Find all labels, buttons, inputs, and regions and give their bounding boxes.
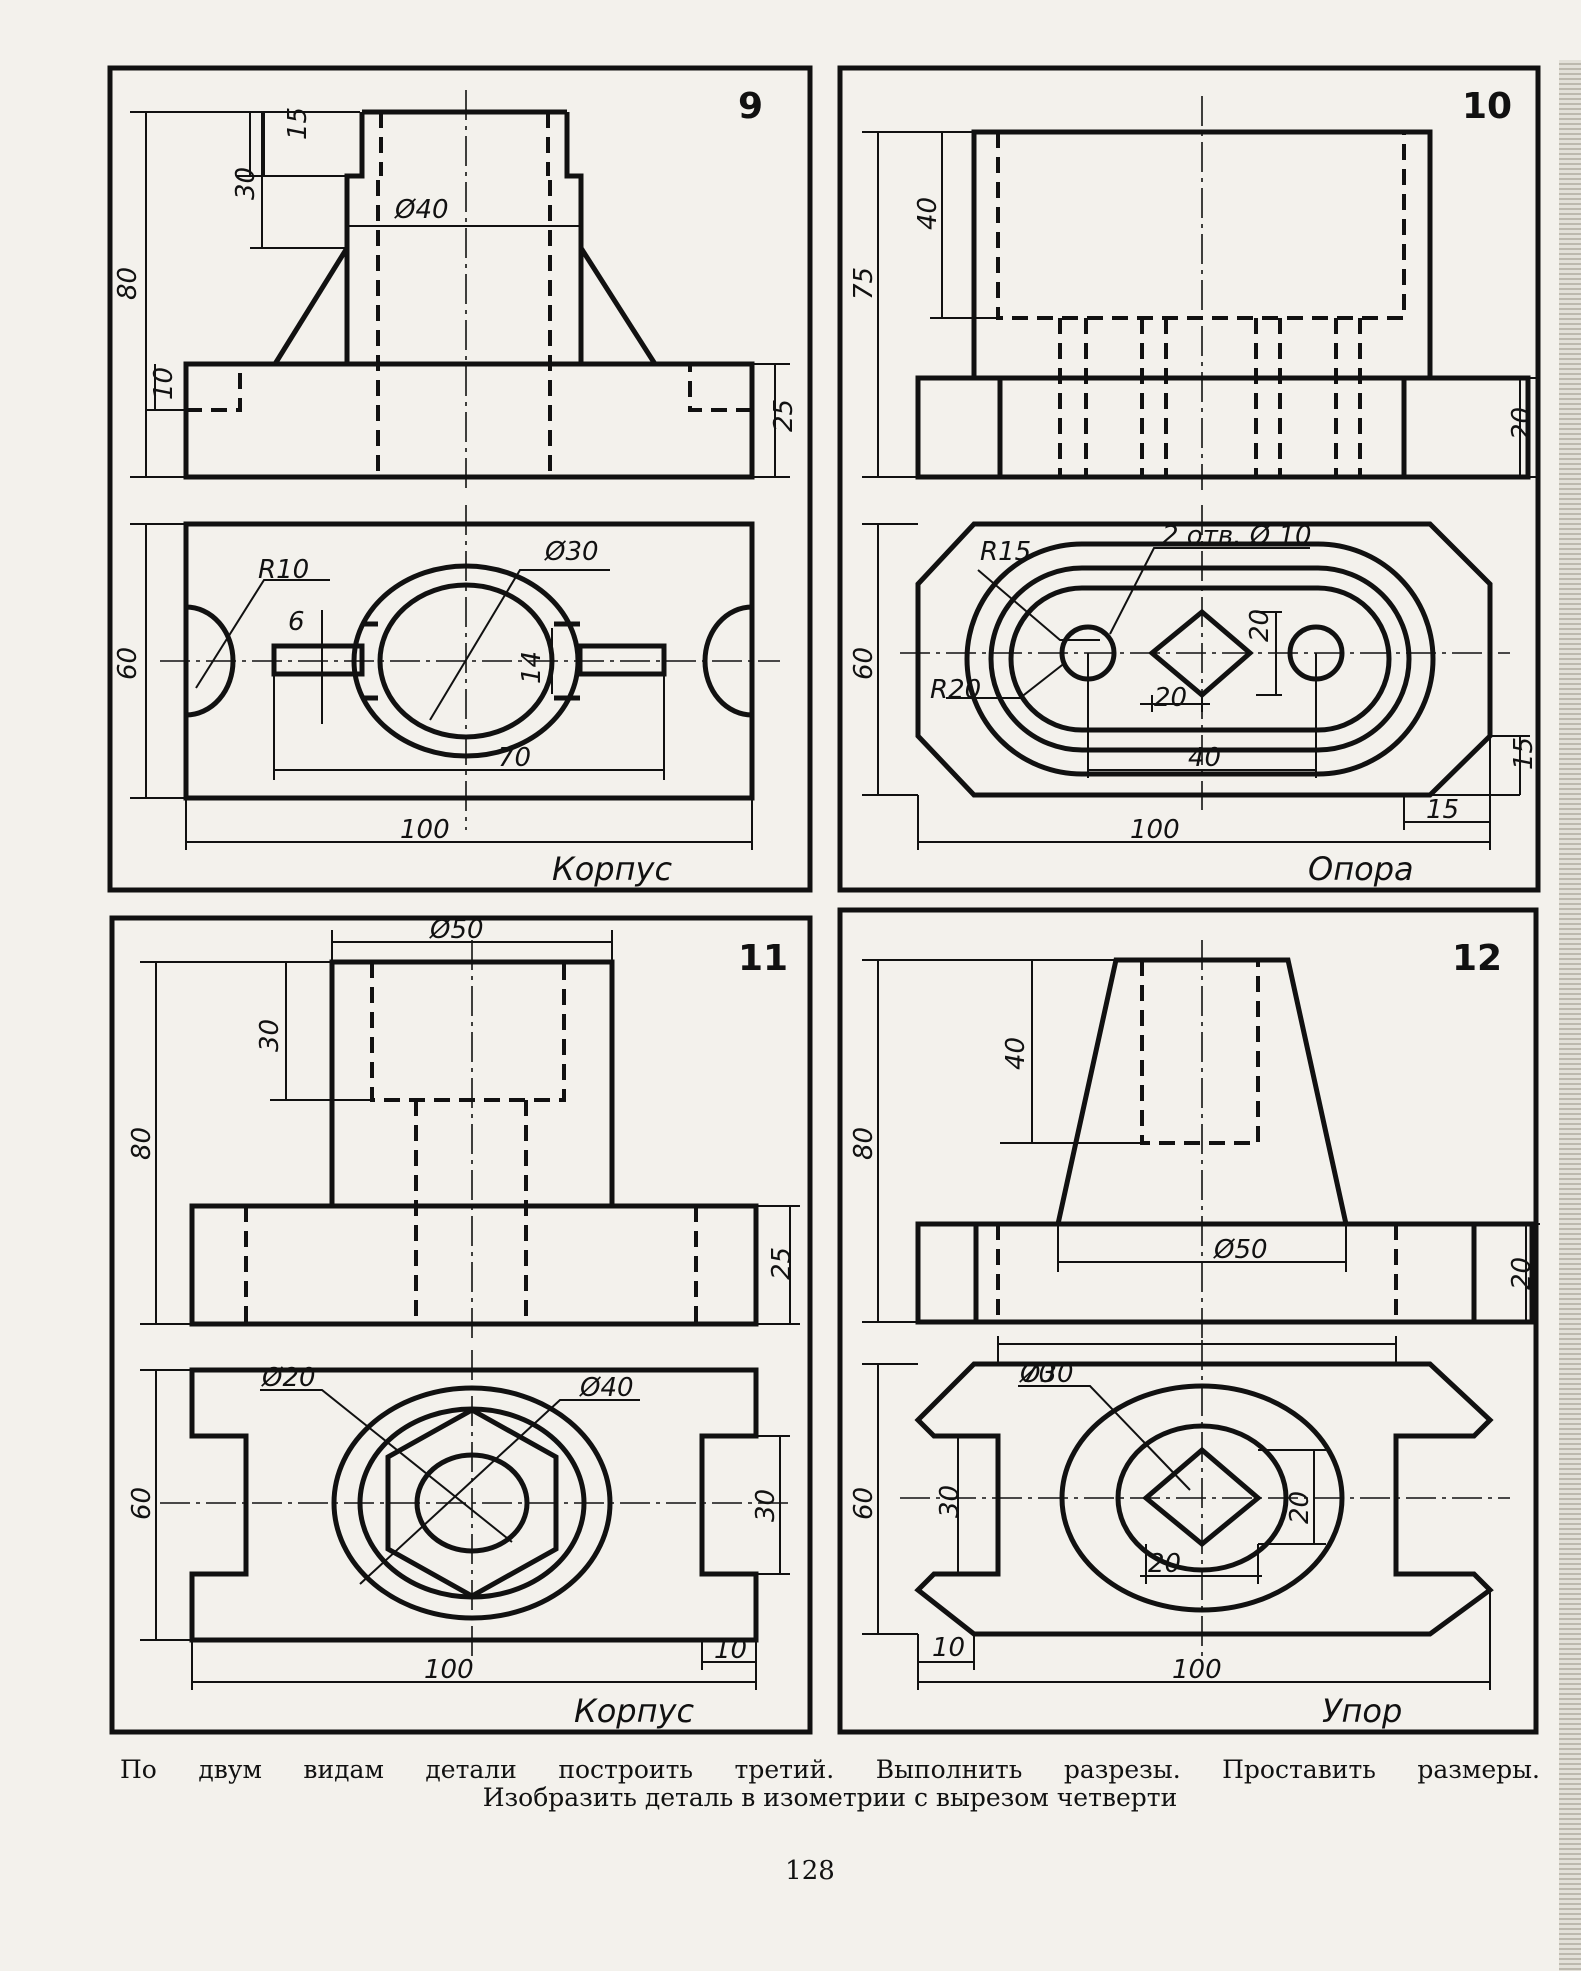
panel-9-dim-10: 10: [149, 367, 179, 400]
panel-10-dim-75: 75: [849, 267, 879, 300]
panel-9-front-view: 15 30 80 10 Ø40 25: [113, 90, 799, 490]
panel-10-dim-60: 60: [849, 647, 879, 680]
panel-10-dim-r20: R20: [930, 675, 981, 705]
panel-12-dim-dia50: Ø50: [1213, 1235, 1268, 1265]
panel-10-top-view: R15 2 отв. Ø 10 20 R20 60 20 40 15 15 10…: [849, 505, 1539, 850]
panel-9-title: Корпус: [552, 850, 672, 888]
panel-11-frame: [109, 915, 813, 1735]
panel-12-dim-70: 70: [1022, 1359, 1055, 1389]
panel-11-dim-100: 100: [424, 1655, 474, 1685]
panel-11-dim-60: 60: [127, 1487, 157, 1520]
panel-9-dim-dia40: Ø40: [394, 195, 449, 225]
panel-9-frame: [107, 65, 813, 893]
panel-11-dim-dia50: Ø50: [429, 915, 484, 945]
panel-11-dim-10: 10: [714, 1635, 747, 1665]
panel-12-top-view: 70 Ø30 30 60 20 20 10 100: [849, 1336, 1510, 1690]
panel-11-number: 11: [738, 938, 788, 979]
panel-9: 9 15 30 80 10 Ø40 25: [107, 65, 813, 893]
panel-10-dim-r15: R15: [980, 537, 1031, 567]
panel-9-dim-100: 100: [400, 815, 450, 845]
caption-line-1: По двум видам детали построить третий. В…: [120, 1755, 1540, 1784]
panel-11-title: Корпус: [574, 1692, 694, 1730]
panel-10-dim-2holes: 2 отв. Ø 10: [1162, 521, 1312, 551]
panel-9-dim-15: 15: [283, 107, 313, 140]
panel-9-dim-r10: R10: [258, 555, 309, 585]
panel-12-dim-10: 10: [932, 1633, 965, 1663]
panel-9-dim-14: 14: [517, 651, 547, 684]
panel-10-dim-40b: 40: [1188, 743, 1221, 773]
panel-10-front-view: 40 75 20: [849, 96, 1538, 490]
caption-line-2: Изобразить деталь в изометрии с вырезом …: [482, 1783, 1178, 1812]
panel-12-dim-20c: 20: [1148, 1549, 1181, 1579]
panel-9-dim-30: 30: [231, 167, 261, 200]
panel-12-frame: [837, 907, 1539, 1735]
panel-11-front-view: Ø50 30 80 25: [127, 915, 800, 1340]
panel-12-dim-30: 30: [935, 1485, 965, 1518]
panel-9-dim-60: 60: [113, 647, 143, 680]
panel-10-frame: [837, 65, 1541, 893]
panel-10-dim-15b: 15: [1426, 795, 1459, 825]
panel-12-title: Упор: [1322, 1692, 1402, 1730]
panel-10: 10 40 75 20: [837, 65, 1541, 893]
panel-9-dim-70: 70: [498, 743, 531, 773]
panel-10-dim-15a: 15: [1509, 737, 1539, 770]
panel-12-dim-dia30: Ø30: [1019, 1359, 1074, 1389]
panel-12-dim-40: 40: [1001, 1037, 1031, 1070]
panel-11-dim-dia20: Ø20: [261, 1363, 316, 1393]
panel-12-dim-20b: 20: [1285, 1491, 1315, 1524]
panel-11: 11 Ø50 30 80 25: [109, 915, 813, 1735]
panel-11-dim-30b: 30: [751, 1489, 781, 1522]
panel-12-dim-60: 60: [849, 1487, 879, 1520]
panel-12-front-view: 40 80 Ø50 20: [849, 940, 1540, 1340]
panel-10-dim-100: 100: [1130, 815, 1180, 845]
panel-9-dim-6: 6: [288, 607, 305, 637]
panel-10-dim-20: 20: [1507, 407, 1537, 440]
panel-10-title: Опора: [1308, 850, 1414, 888]
panel-10-number: 10: [1462, 86, 1512, 127]
page-edge: [1559, 60, 1581, 1971]
panel-12-dim-20a: 20: [1507, 1257, 1537, 1290]
page-number: 128: [785, 1856, 835, 1886]
panel-9-top-view: R10 Ø30 6 14 60 70 100: [113, 505, 780, 850]
panel-12-dim-100: 100: [1172, 1655, 1222, 1685]
panel-12-number: 12: [1452, 938, 1502, 979]
panel-11-dim-80: 80: [127, 1127, 157, 1160]
panel-9-dim-80: 80: [113, 267, 143, 300]
panel-11-dim-dia40: Ø40: [579, 1373, 634, 1403]
panel-12-dim-80: 80: [849, 1127, 879, 1160]
panel-10-dim-20b: 20: [1154, 683, 1187, 713]
panel-11-dim-25: 25: [767, 1247, 797, 1280]
panel-9-dim-25: 25: [769, 399, 799, 432]
panel-10-dim-40: 40: [913, 197, 943, 230]
panel-10-dim-20a: 20: [1245, 609, 1275, 642]
panel-11-top-view: Ø20 Ø40 60 30 10 100: [127, 1350, 790, 1690]
panel-11-dim-30a: 30: [255, 1019, 285, 1052]
panel-9-number: 9: [738, 86, 763, 127]
panel-9-dim-dia30: Ø30: [544, 537, 599, 567]
task-caption: По двум видам детали построить третий. В…: [120, 1756, 1540, 1812]
panel-12: 12 40 80 Ø50 20: [837, 907, 1540, 1735]
